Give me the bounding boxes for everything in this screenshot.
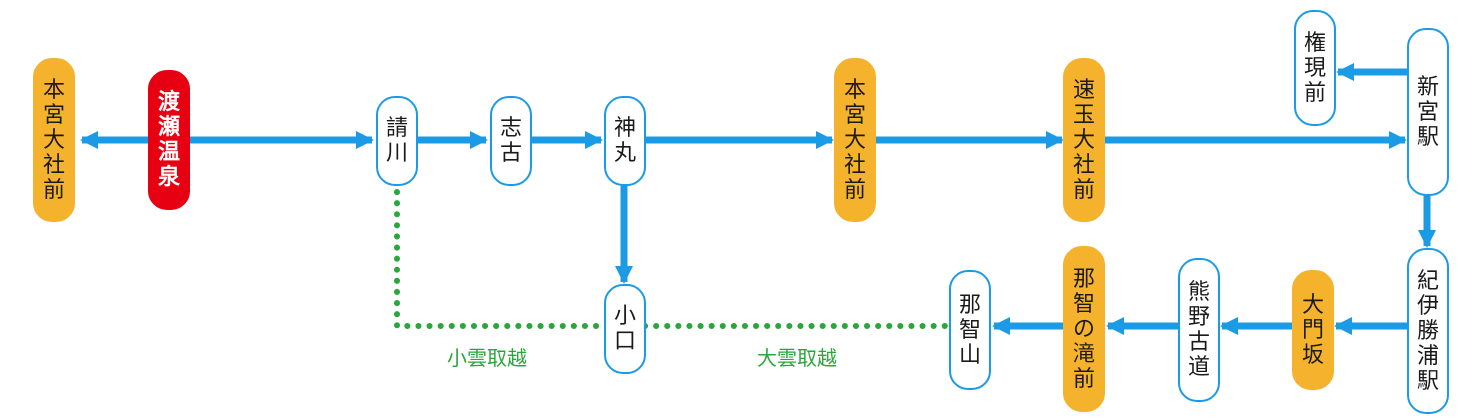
station-name-char: 温: [157, 140, 180, 165]
station-shiko: 志古: [490, 96, 532, 186]
station-name-char: 丸: [613, 141, 636, 166]
station-name-char: 古: [499, 141, 522, 166]
station-name-char: 熊: [1187, 280, 1210, 305]
station-name-char: 野: [1187, 305, 1210, 330]
trail-path-kokumotori: [394, 189, 606, 329]
station-name-char: 紀: [1416, 268, 1439, 294]
station-name-char: 那: [1072, 266, 1095, 292]
station-hongu-taisha-mae-east: 本宮大社前: [834, 58, 876, 222]
station-name-char: 速: [1072, 77, 1095, 103]
station-name-char: 玉: [1072, 102, 1095, 128]
station-name-char: 川: [385, 141, 408, 166]
station-kumano-kodo: 熊野古道: [1178, 258, 1220, 402]
station-name-char: 請: [385, 116, 408, 141]
station-name-char: 瀬: [157, 115, 180, 140]
station-name-char: 浦: [1416, 343, 1439, 369]
station-name-char: の: [1072, 316, 1095, 342]
station-koguchi: 小口: [604, 284, 646, 374]
station-name-char: 滝: [1072, 341, 1095, 367]
station-name-char: 大: [1072, 127, 1095, 153]
station-hongu-taisha-mae-west: 本宮大社前: [33, 58, 75, 222]
station-name-char: 渡: [157, 90, 180, 115]
station-name-char: 那: [958, 292, 981, 318]
station-name-char: 現: [1303, 55, 1326, 81]
station-name-char: 神: [613, 116, 636, 141]
station-kamimaru: 神丸: [604, 96, 646, 186]
station-gongen-mae: 権現前: [1294, 10, 1336, 126]
station-kii-katsuura-station: 紀伊勝浦駅: [1407, 248, 1449, 414]
station-name-char: 宮: [1416, 99, 1439, 125]
station-name-char: 道: [1187, 355, 1210, 380]
station-nachi-no-taki-mae: 那智の滝前: [1063, 246, 1105, 412]
trail-label-okumotori: 大雲取越: [757, 346, 837, 370]
station-name-char: 新: [1416, 74, 1439, 100]
station-name-char: 本: [42, 77, 65, 103]
station-name-char: 社: [42, 152, 65, 178]
station-name-char: 山: [958, 342, 981, 368]
station-name-char: 小: [613, 304, 636, 329]
station-name-char: 宮: [843, 102, 866, 128]
station-name-char: 駅: [1416, 124, 1439, 150]
station-name-char: 前: [1072, 366, 1095, 392]
station-name-char: 志: [499, 116, 522, 141]
station-name-char: 前: [843, 177, 866, 203]
station-name-char: 宮: [42, 102, 65, 128]
station-name-char: 前: [42, 177, 65, 203]
station-name-char: 古: [1187, 330, 1210, 355]
station-name-char: 大: [42, 127, 65, 153]
station-name-char: 勝: [1416, 318, 1439, 344]
station-shingu-station: 新宮駅: [1407, 28, 1449, 196]
station-ukegawa: 請川: [376, 96, 418, 186]
station-watarase-onsen: 渡瀬温泉: [148, 70, 190, 210]
station-name-char: 口: [613, 329, 636, 354]
station-nachisan: 那智山: [949, 270, 991, 390]
station-name-char: 智: [1072, 291, 1095, 317]
station-hayatama-taisha-mae: 速玉大社前: [1063, 58, 1105, 222]
station-name-char: 本: [843, 77, 866, 103]
station-name-char: 伊: [1416, 293, 1439, 319]
station-name-char: 社: [1072, 152, 1095, 178]
station-name-char: 泉: [157, 165, 180, 190]
station-daimonzaka: 大門坂: [1292, 270, 1334, 390]
trail-label-kokumotori: 小雲取越: [447, 346, 527, 370]
station-name-char: 社: [843, 152, 866, 178]
station-name-char: 大: [1301, 292, 1324, 318]
station-name-char: 権: [1303, 30, 1326, 56]
station-name-char: 大: [843, 127, 866, 153]
station-name-char: 前: [1072, 177, 1095, 203]
station-name-char: 坂: [1301, 342, 1324, 368]
station-name-char: 門: [1301, 317, 1324, 343]
station-name-char: 駅: [1416, 368, 1439, 394]
station-name-char: 前: [1303, 80, 1326, 106]
station-name-char: 智: [958, 317, 981, 343]
